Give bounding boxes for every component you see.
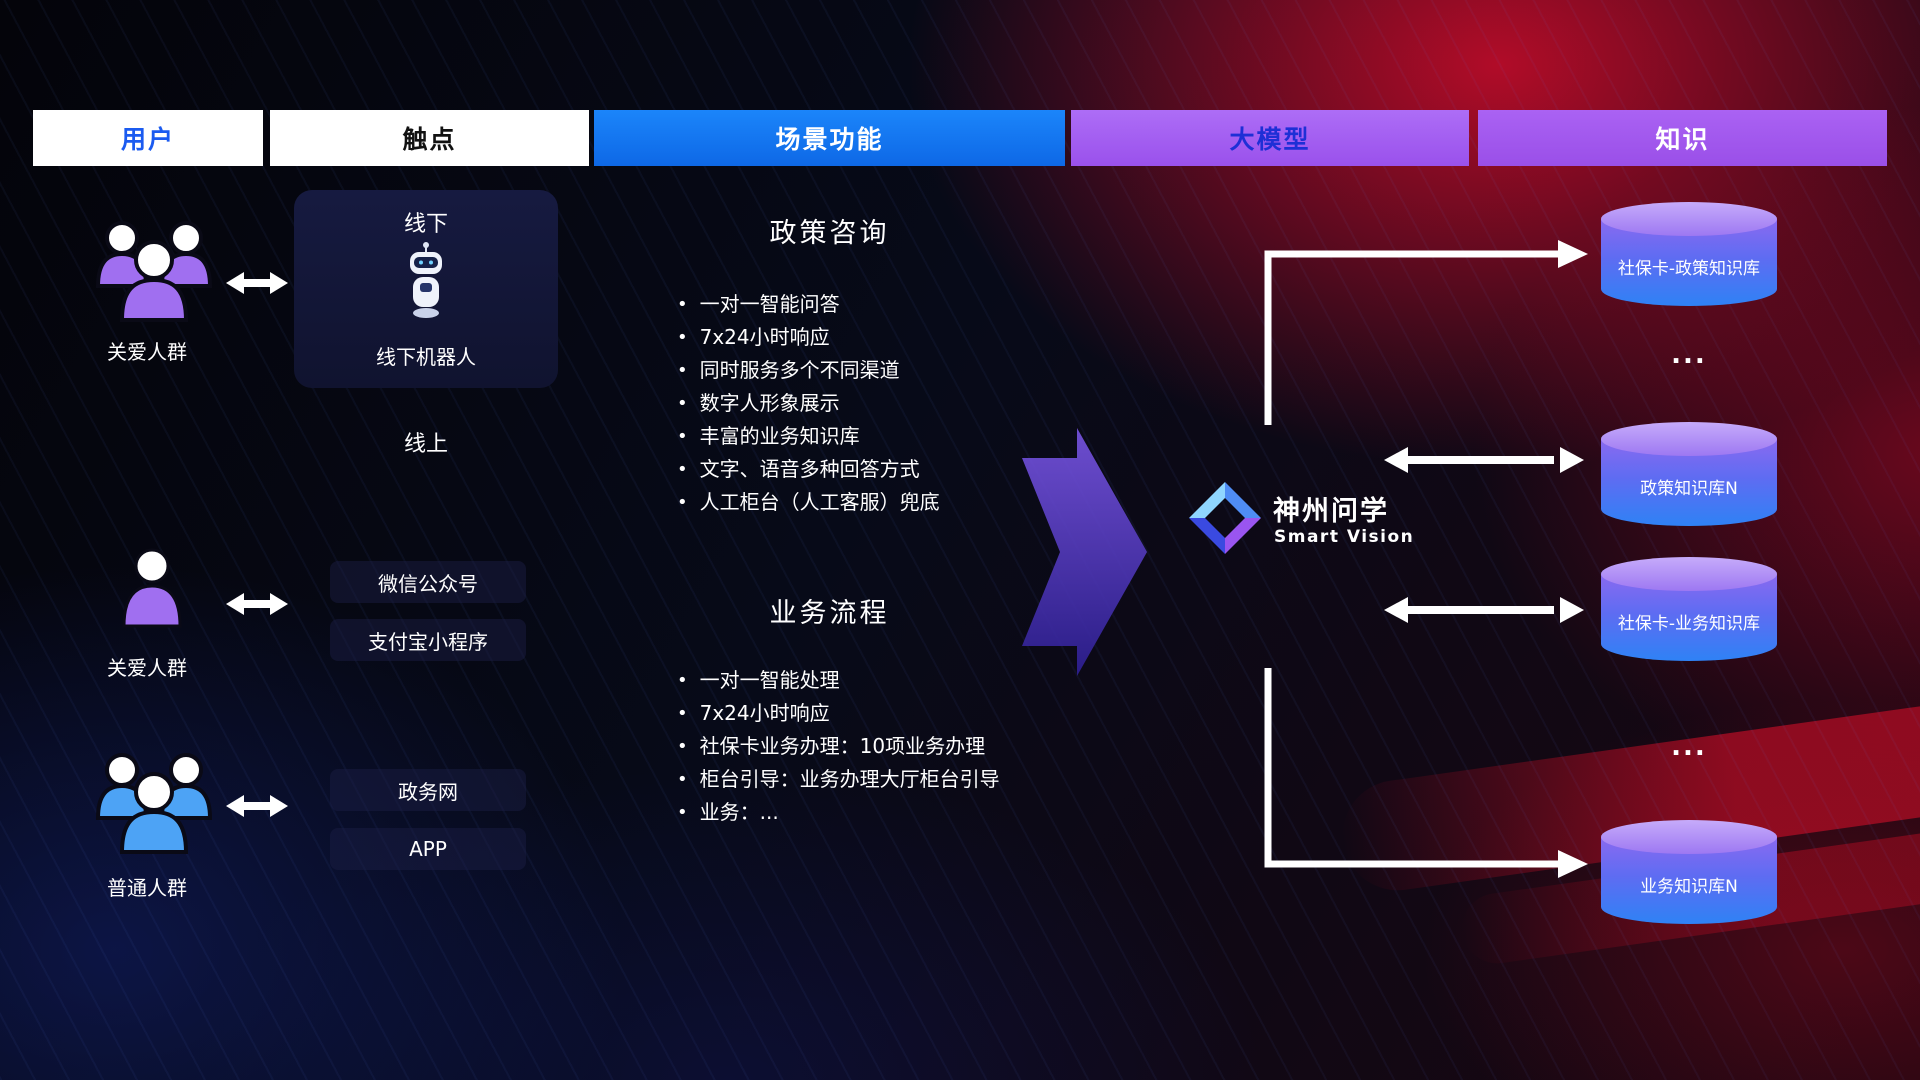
- cylinder-top: [1601, 422, 1777, 456]
- column-header-model: 大模型: [1071, 110, 1469, 166]
- channel-wechat: 微信公众号: [330, 561, 526, 603]
- bullet-item: 文字、语音多种回答方式: [677, 453, 1097, 486]
- cylinder-top: [1601, 820, 1777, 854]
- bullet-item: 业务：...: [677, 796, 1097, 829]
- bullet-item: 一对一智能问答: [677, 288, 1097, 321]
- channel-app: APP: [330, 828, 526, 870]
- model-brand-name: 神州问学: [1273, 496, 1389, 527]
- group-people-icon: [95, 753, 213, 854]
- policy-bullet-list: 一对一智能问答 7x24小时响应 同时服务多个不同渠道 数字人形象展示 丰富的业…: [677, 288, 1097, 519]
- business-bullet-list: 一对一智能处理 7x24小时响应 社保卡业务办理：10项业务办理 柜台引导：业务…: [677, 664, 1097, 829]
- cylinder-top: [1601, 557, 1777, 591]
- single-person-icon: [122, 548, 182, 628]
- bullet-item: 社保卡业务办理：10项业务办理: [677, 730, 1097, 763]
- channel-gov-web: 政务网: [330, 769, 526, 811]
- user-group-label: 普通人群: [107, 876, 187, 900]
- knowledge-db-policy-sscard: 社保卡-政策知识库: [1601, 202, 1777, 306]
- bullet-item: 7x24小时响应: [677, 321, 1097, 354]
- knowledge-db-business-n: 业务知识库N: [1601, 820, 1777, 924]
- offline-title: 线下: [403, 212, 448, 237]
- robot-icon: [410, 242, 442, 318]
- knowledge-ellipsis: ...: [1671, 340, 1707, 370]
- scenario-title-policy: 政策咨询: [769, 218, 890, 249]
- online-title: 线上: [403, 432, 448, 457]
- column-header-scenarios: 场景功能: [594, 110, 1065, 166]
- bullet-item: 一对一智能处理: [677, 664, 1097, 697]
- knowledge-db-policy-n: 政策知识库N: [1601, 422, 1777, 526]
- model-brand-subtitle: Smart Vision: [1274, 527, 1415, 547]
- knowledge-db-business-sscard: 社保卡-业务知识库: [1601, 557, 1777, 661]
- column-header-touchpoints: 触点: [270, 110, 589, 166]
- column-header-knowledge: 知识: [1478, 110, 1887, 166]
- bullet-item: 丰富的业务知识库: [677, 420, 1097, 453]
- offline-robot-label: 线下机器人: [376, 345, 476, 369]
- bullet-item: 7x24小时响应: [677, 697, 1097, 730]
- bullet-item: 数字人形象展示: [677, 387, 1097, 420]
- bullet-item: 柜台引导：业务办理大厅柜台引导: [677, 763, 1097, 796]
- scenario-title-business: 业务流程: [769, 598, 890, 629]
- offline-touchpoint-panel: 线下 线下机器人: [294, 190, 558, 388]
- knowledge-ellipsis: ...: [1671, 732, 1707, 762]
- user-group-label: 关爱人群: [107, 340, 187, 364]
- column-header-users: 用户: [33, 110, 263, 166]
- bullet-item: 同时服务多个不同渠道: [677, 354, 1097, 387]
- flow-arrow-to-model: [1022, 428, 1147, 676]
- bullet-item: 人工柜台（人工客服）兜底: [677, 486, 1097, 519]
- channel-alipay: 支付宝小程序: [330, 619, 526, 661]
- smart-vision-logo-icon: [1189, 482, 1261, 554]
- cylinder-top: [1601, 202, 1777, 236]
- group-people-icon: [95, 221, 213, 322]
- user-group-label: 关爱人群: [107, 656, 187, 680]
